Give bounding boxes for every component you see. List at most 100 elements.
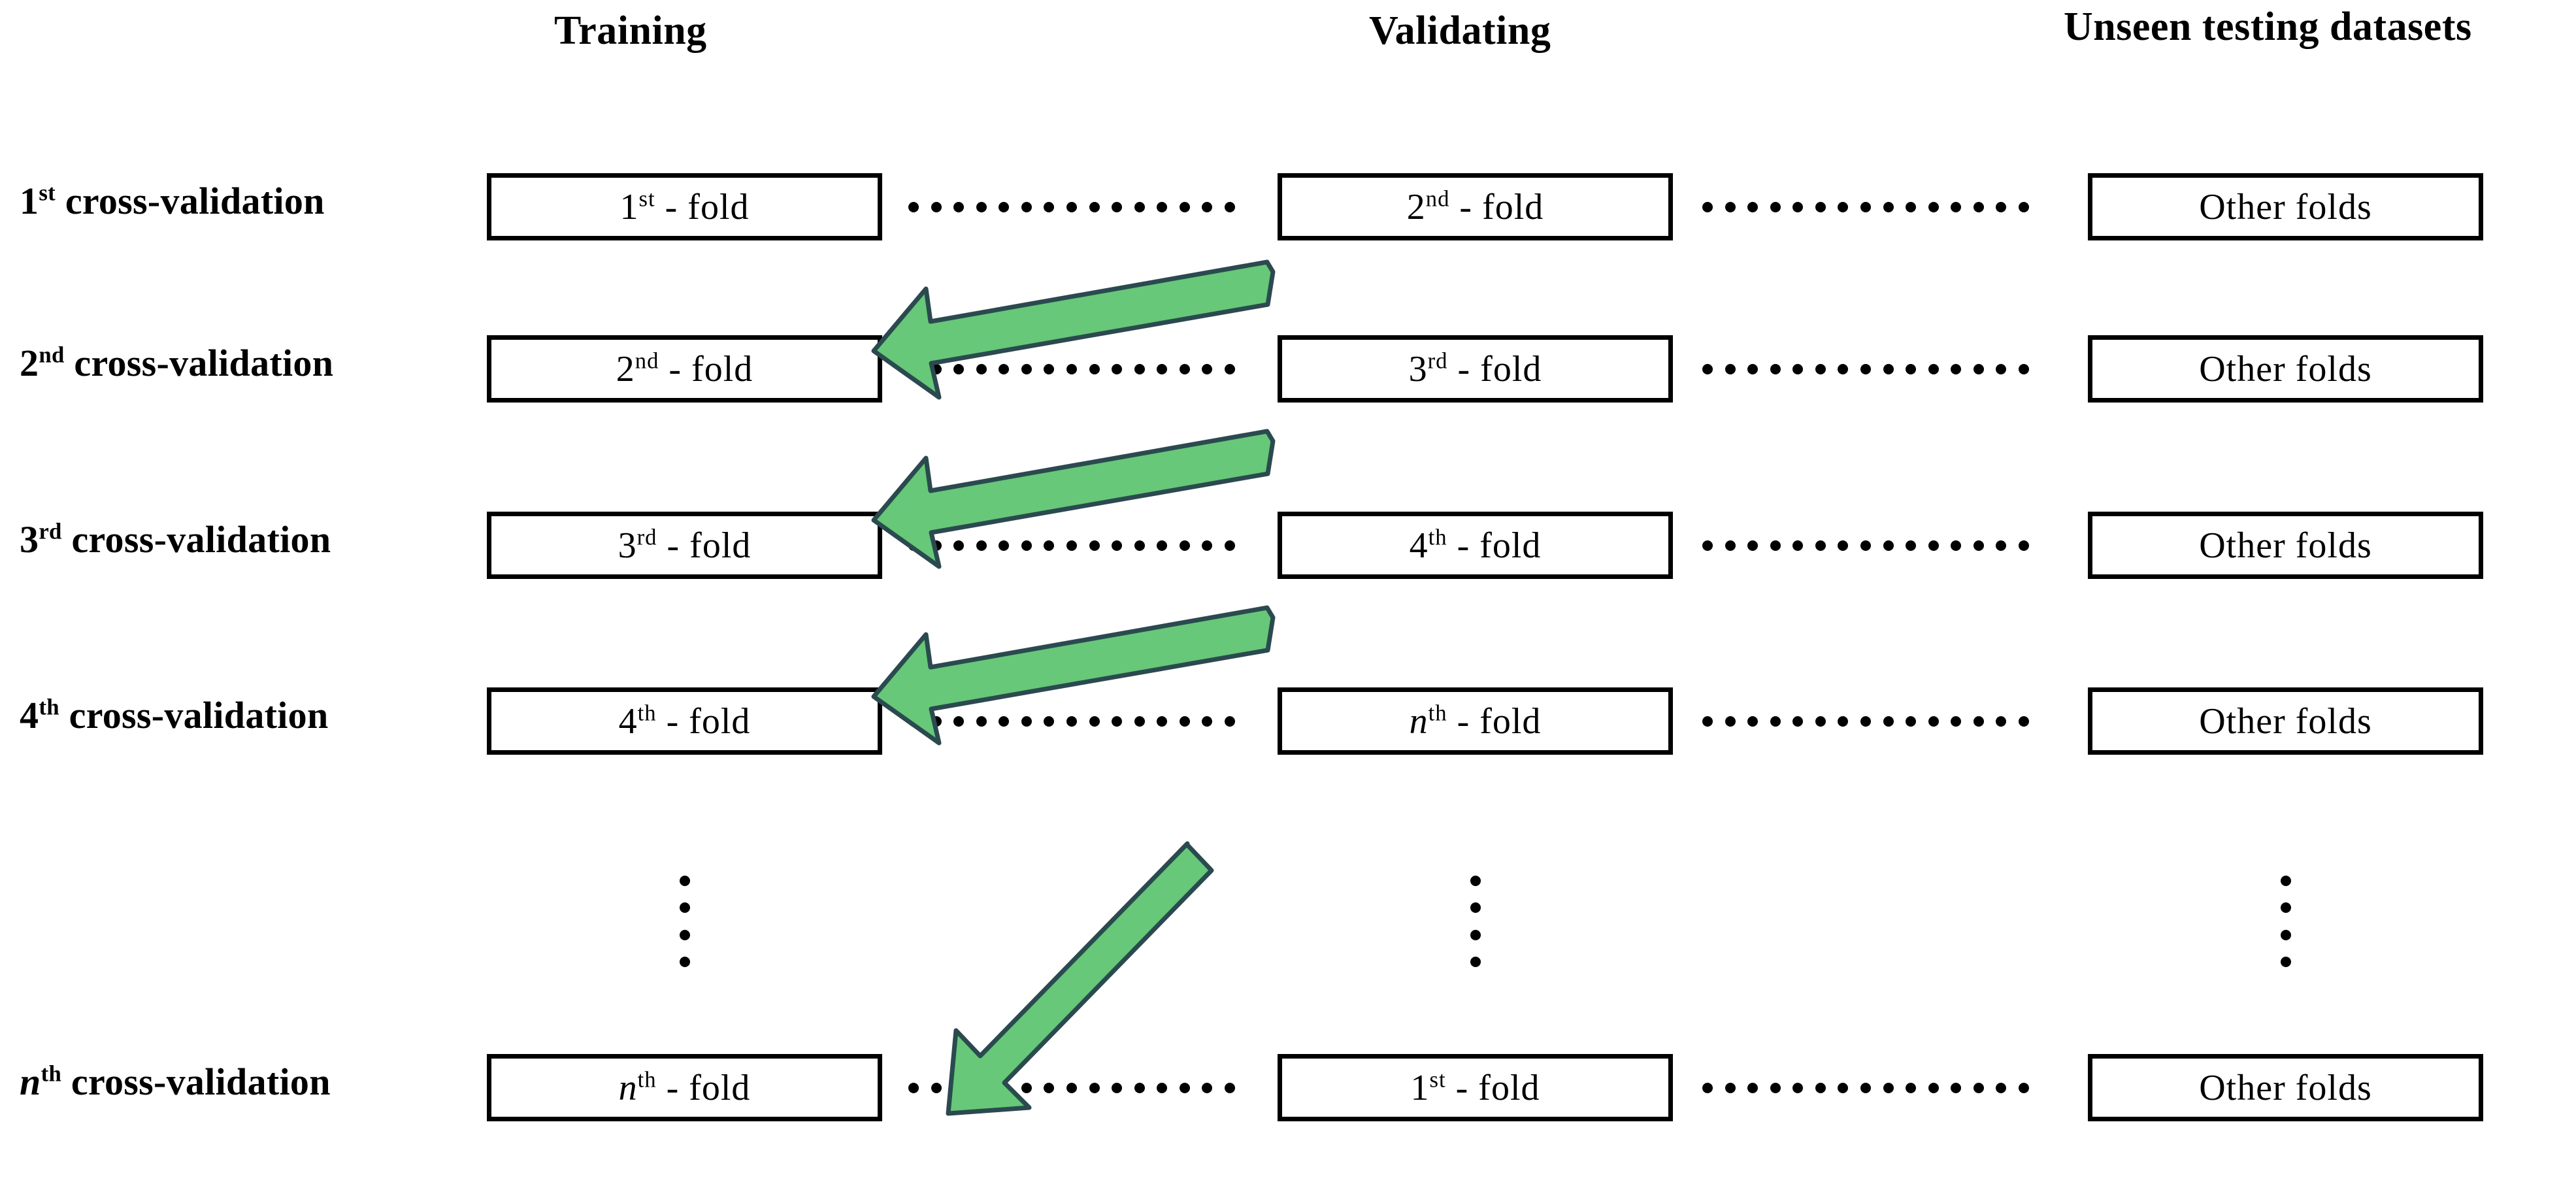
connector-dot	[931, 1082, 942, 1093]
connector-dot	[1021, 540, 1032, 551]
connector-dot	[1044, 716, 1055, 727]
connector-dot	[1112, 201, 1123, 212]
connector-dot	[2018, 363, 2029, 374]
connector-dot	[1792, 1082, 1804, 1093]
connector-dot	[1089, 363, 1100, 374]
connector-dot	[1792, 363, 1804, 374]
validating-fold-box-row-3[interactable]: 4th - fold	[1278, 512, 1673, 579]
connector-dot	[1021, 1082, 1032, 1093]
connector-dot	[2018, 1082, 2029, 1093]
training-fold-box-row-5[interactable]: nth - fold	[487, 1054, 882, 1121]
connector-dot	[976, 363, 987, 374]
validating-fold-label: 3rd - fold	[1408, 347, 1542, 389]
ellipsis-dot	[1470, 876, 1481, 886]
connector-dot	[908, 1082, 919, 1093]
connector-dot	[1021, 716, 1032, 727]
connector-dots-validating-unseen-row-1	[1702, 201, 2029, 212]
connector-dot	[1838, 1082, 1849, 1093]
connector-dot	[1996, 716, 2007, 727]
connector-dots-validating-unseen-row-2	[1702, 363, 2029, 374]
unseen-folds-box-row-1[interactable]: Other folds	[2088, 173, 2483, 240]
connector-dot	[1883, 201, 1894, 212]
connector-dot	[1860, 201, 1871, 212]
connector-dot	[1973, 201, 1984, 212]
connector-dot	[1928, 1082, 1939, 1093]
ellipsis-dot	[2280, 929, 2291, 940]
connector-dot	[1747, 201, 1759, 212]
training-fold-box-row-2[interactable]: 2nd - fold	[487, 335, 882, 403]
unseen-folds-box-row-3[interactable]: Other folds	[2088, 512, 2483, 579]
connector-dot	[1702, 201, 1713, 212]
connector-dots-training-validating-row-1	[908, 201, 1235, 212]
connector-dot	[1815, 201, 1826, 212]
connector-dot	[1928, 363, 1939, 374]
training-fold-label: 4th - fold	[618, 699, 751, 742]
connector-dot	[976, 540, 987, 551]
connector-dot	[1996, 1082, 2007, 1093]
connector-dots-training-validating-row-5	[908, 1082, 1235, 1093]
connector-dots-training-validating-row-4	[908, 716, 1235, 727]
unseen-folds-box-row-4[interactable]: Other folds	[2088, 687, 2483, 755]
row-label-cross-validation-2: 2nd cross-validation	[20, 342, 334, 384]
connector-dot	[1860, 540, 1871, 551]
connector-dot	[1906, 716, 1917, 727]
row-label-cross-validation-3: 3rd cross-validation	[20, 518, 331, 561]
connector-dot	[1747, 716, 1759, 727]
connector-dot	[1224, 716, 1235, 727]
connector-dot	[1770, 1082, 1781, 1093]
ellipsis-validating-column	[1470, 876, 1481, 967]
connector-dot	[908, 716, 919, 727]
connector-dot	[1224, 201, 1235, 212]
connector-dot	[976, 1082, 987, 1093]
connector-dot	[1815, 363, 1826, 374]
validating-fold-label: 1st - fold	[1410, 1066, 1540, 1108]
training-fold-box-row-1[interactable]: 1st - fold	[487, 173, 882, 240]
row-label-cross-validation-5: nth cross-validation	[20, 1061, 331, 1103]
connector-dot	[1996, 540, 2007, 551]
connector-dot	[1134, 363, 1145, 374]
connector-dot	[1996, 363, 2007, 374]
validating-fold-box-row-4[interactable]: nth - fold	[1278, 687, 1673, 755]
connector-dot	[2018, 540, 2029, 551]
connector-dot	[999, 201, 1010, 212]
connector-dot	[1906, 1082, 1917, 1093]
connector-dot	[1747, 540, 1759, 551]
connector-dot	[1883, 540, 1894, 551]
training-fold-box-row-3[interactable]: 3rd - fold	[487, 512, 882, 579]
connector-dot	[1021, 201, 1032, 212]
connector-dot	[1157, 363, 1168, 374]
connector-dot	[1860, 363, 1871, 374]
connector-dot	[1224, 1082, 1235, 1093]
connector-dot	[953, 1082, 965, 1093]
connector-dot	[1770, 201, 1781, 212]
unseen-folds-box-row-2[interactable]: Other folds	[2088, 335, 2483, 403]
connector-dot	[953, 201, 965, 212]
connector-dot	[1838, 363, 1849, 374]
connector-dots-validating-unseen-row-5	[1702, 1082, 2029, 1093]
connector-dot	[1202, 201, 1213, 212]
connector-dot	[1179, 716, 1190, 727]
arrow-validating-to-training-4	[946, 841, 1214, 1116]
connector-dot	[976, 201, 987, 212]
connector-dot	[1134, 1082, 1145, 1093]
connector-dot	[1157, 201, 1168, 212]
unseen-folds-box-row-5[interactable]: Other folds	[2088, 1054, 2483, 1121]
validating-fold-box-row-5[interactable]: 1st - fold	[1278, 1054, 1673, 1121]
connector-dot	[1044, 540, 1055, 551]
connector-dot	[1725, 1082, 1736, 1093]
training-fold-box-row-4[interactable]: 4th - fold	[487, 687, 882, 755]
connector-dot	[1112, 540, 1123, 551]
training-fold-label: 3rd - fold	[618, 523, 751, 566]
connector-dot	[1066, 716, 1077, 727]
connector-dot	[1973, 1082, 1984, 1093]
connector-dot	[1066, 363, 1077, 374]
connector-dot	[1792, 716, 1804, 727]
arrow-validating-to-training-1	[871, 259, 1276, 400]
connector-dot	[1928, 540, 1939, 551]
validating-fold-box-row-2[interactable]: 3rd - fold	[1278, 335, 1673, 403]
connector-dot	[1089, 201, 1100, 212]
column-header-training: Training	[554, 8, 707, 53]
connector-dot	[1815, 540, 1826, 551]
validating-fold-box-row-1[interactable]: 2nd - fold	[1278, 173, 1673, 240]
connector-dot	[1066, 201, 1077, 212]
